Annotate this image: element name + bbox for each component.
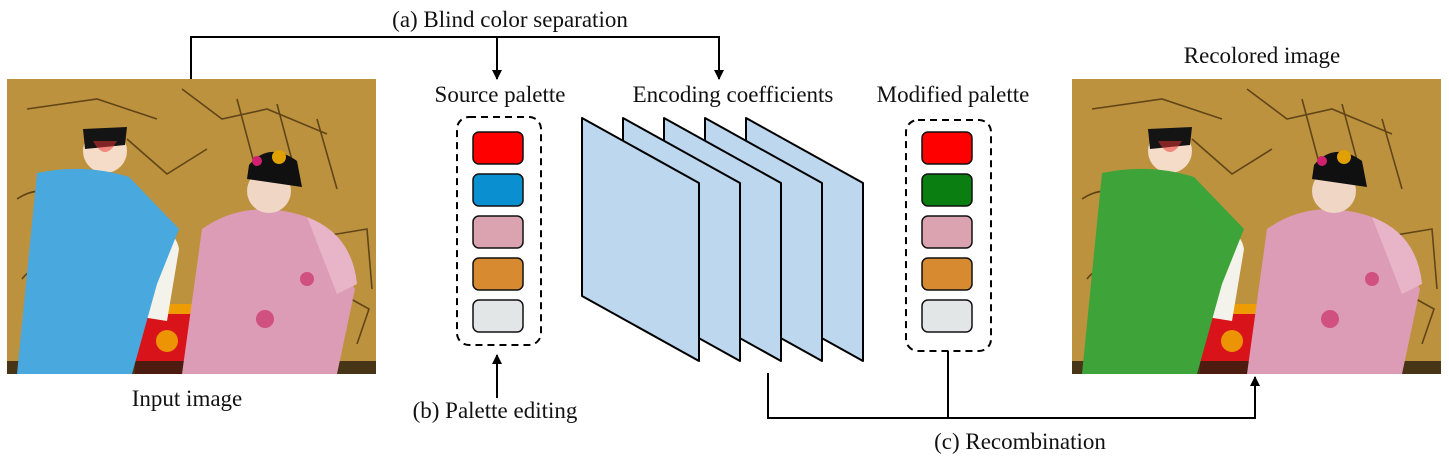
blind-color-separation-label: (a) Blind color separation xyxy=(392,7,628,32)
coefficient-layer-1 xyxy=(581,117,700,362)
modified-palette xyxy=(921,131,973,333)
source-palette xyxy=(472,131,524,333)
source-palette-swatch-2[interactable] xyxy=(472,173,524,207)
source-palette-swatch-5[interactable] xyxy=(472,299,524,333)
recolored-image xyxy=(1071,78,1442,375)
encoding-coefficients-stack xyxy=(581,117,864,362)
source-palette-swatch-1[interactable] xyxy=(472,131,524,165)
input-image xyxy=(6,78,377,375)
modified-palette-swatch-3[interactable] xyxy=(921,215,973,249)
recolored-image-label: Recolored image xyxy=(1184,43,1340,68)
palette-editing-label: (b) Palette editing xyxy=(413,398,578,423)
blind-separation-connector xyxy=(190,36,724,80)
source-palette-swatch-4[interactable] xyxy=(472,257,524,291)
source-palette-swatch-3[interactable] xyxy=(472,215,524,249)
source-palette-label: Source palette xyxy=(435,82,566,107)
source-palette-frame xyxy=(456,116,542,346)
modified-palette-swatch-2[interactable] xyxy=(921,173,973,207)
modified-palette-swatch-5[interactable] xyxy=(921,299,973,333)
modified-palette-swatch-4[interactable] xyxy=(921,257,973,291)
encoding-coefficients-label: Encoding coefficients xyxy=(633,82,834,107)
modified-palette-label: Modified palette xyxy=(877,82,1030,107)
modified-palette-swatch-1[interactable] xyxy=(921,131,973,165)
recombination-connector xyxy=(767,351,1260,419)
input-image-label: Input image xyxy=(132,386,243,411)
modified-palette-frame xyxy=(905,119,992,352)
recombination-label: (c) Recombination xyxy=(934,429,1106,454)
